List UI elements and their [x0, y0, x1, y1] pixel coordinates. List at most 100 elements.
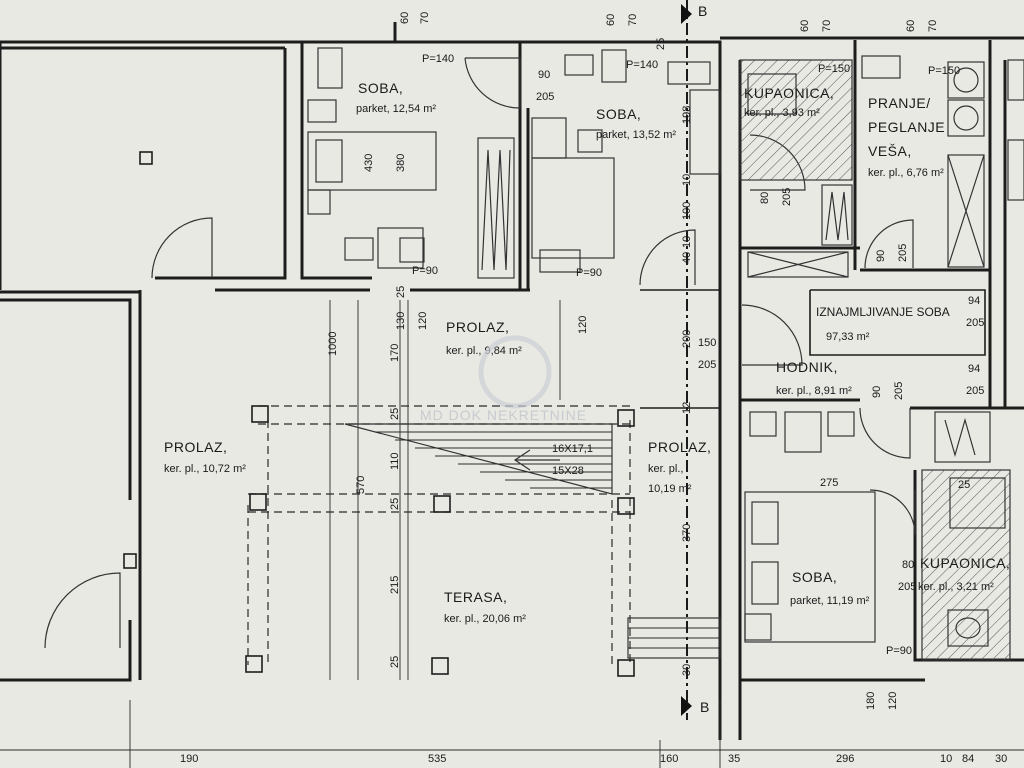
- dim-90b: 90: [875, 250, 887, 262]
- dim-120c: 120: [887, 692, 899, 710]
- room-name-prolaz-top: PROLAZ,: [446, 319, 509, 335]
- label-p90-a: P=90: [412, 265, 438, 277]
- dim-94a: 94: [968, 295, 980, 307]
- dim-25a: 25: [655, 38, 667, 50]
- dim-430: 430: [363, 154, 375, 172]
- dim-198: 198: [681, 106, 693, 124]
- dim-60b: 60: [605, 14, 617, 26]
- room-name-hodnik: HODNIK,: [776, 359, 838, 375]
- dim-25d: 25: [389, 498, 401, 510]
- label-p90-c: P=90: [886, 645, 912, 657]
- room-area-prolaz-top: ker. pl., 9,84 m²: [446, 345, 522, 357]
- room-area-terasa: ker. pl., 20,06 m²: [444, 613, 526, 625]
- dim-370: 370: [681, 524, 693, 542]
- dimension-lines: [0, 300, 1024, 768]
- dim-205h: 205: [898, 581, 916, 593]
- dim-25c: 25: [389, 408, 401, 420]
- label-p150-b: P=150: [928, 65, 960, 77]
- room-area-hodnik: ker. pl., 8,91 m²: [776, 385, 852, 397]
- dim-b35: 35: [728, 753, 740, 765]
- dimension-numbers: 90 205 150 205 94 205 94 205 275 80 205 …: [180, 69, 1007, 765]
- dim-40: 40: [681, 252, 693, 264]
- room-name-prolaz-right: PROLAZ,: [648, 439, 711, 455]
- dim-120a: 120: [417, 312, 429, 330]
- room-name-soba-3: SOBA,: [792, 569, 837, 585]
- dim-200: 200: [681, 330, 693, 348]
- dim-70d: 70: [927, 20, 939, 32]
- dim-205c: 205: [897, 244, 909, 262]
- room-area-iznajmljivanje: 97,33 m²: [826, 331, 870, 343]
- room-area-kupaonica-1: ker. pl., 3,93 m²: [744, 107, 820, 119]
- room-area-prolaz-left: ker. pl., 10,72 m²: [164, 463, 246, 475]
- watermark-logo: [478, 335, 552, 409]
- section-mark-top: B: [698, 3, 708, 19]
- room-name-pranje-2: PEGLANJE: [868, 119, 945, 135]
- room-name-soba-1: SOBA,: [358, 80, 403, 96]
- dim-b84: 84: [962, 753, 974, 765]
- dimension-numbers-vertical: 60 70 60 70 25 60 70 60 70 198 430 380 1…: [327, 12, 939, 710]
- label-p150-a: P=150: [818, 63, 850, 75]
- room-area-soba-1: parket, 12,54 m²: [356, 103, 436, 115]
- dim-b10: 10: [940, 753, 952, 765]
- dim-1000: 1000: [327, 332, 339, 356]
- dim-130: 130: [395, 312, 407, 330]
- dim-110: 110: [389, 452, 401, 470]
- label-p140-a: P=140: [422, 53, 454, 65]
- dim-380: 380: [395, 154, 407, 172]
- dim-170: 170: [389, 344, 401, 362]
- section-mark-bottom: B: [700, 699, 710, 715]
- dim-10a: 10: [681, 174, 693, 186]
- dim-70c: 70: [821, 20, 833, 32]
- room-area-kupaonica-2: ker. pl., 3,21 m²: [918, 581, 994, 593]
- dim-80a: 80: [759, 192, 771, 204]
- dim-94b: 94: [968, 363, 980, 375]
- room-name-iznajmljivanje: IZNAJMLJIVANJE SOBA: [816, 305, 950, 319]
- dim-125: 25: [958, 479, 970, 491]
- dim-b190: 190: [180, 753, 198, 765]
- opening-labels: P=140 P=140 P=150 P=150 P=90 P=90 P=90: [412, 53, 960, 657]
- dim-70a: 70: [419, 12, 431, 24]
- room-area-pranje: ker. pl., 6,76 m²: [868, 167, 944, 179]
- dim-180: 180: [865, 692, 877, 710]
- dim-12: 12: [681, 402, 693, 414]
- room-area-prolaz-right-1: ker. pl.,: [648, 463, 683, 475]
- dim-90c: 90: [871, 386, 883, 398]
- furniture: [307, 47, 1024, 661]
- dim-205d: 205: [698, 359, 716, 371]
- room-labels: SOBA, parket, 12,54 m² SOBA, parket, 13,…: [164, 3, 1010, 715]
- dim-205f: 205: [966, 385, 984, 397]
- dim-150: 150: [698, 337, 716, 349]
- dim-60d: 60: [905, 20, 917, 32]
- dim-b30: 30: [995, 753, 1007, 765]
- walls: [0, 22, 1024, 740]
- label-p90-b: P=90: [576, 267, 602, 279]
- section-line: [681, 0, 692, 720]
- dim-205g: 205: [893, 382, 905, 400]
- dim-30: 30: [681, 664, 693, 676]
- room-name-soba-2: SOBA,: [596, 106, 641, 122]
- room-name-kupaonica-2: KUPAONICA,: [920, 555, 1010, 571]
- dim-60c: 60: [799, 20, 811, 32]
- dim-60a: 60: [399, 12, 411, 24]
- stairs: [344, 423, 721, 659]
- dim-120b: 120: [577, 316, 589, 334]
- dim-80b: 80: [902, 559, 914, 571]
- watermark: MD DOK NEKRETNINE: [420, 407, 587, 423]
- room-area-prolaz-right-2: 10,19 m²: [648, 483, 692, 495]
- dim-205a: 205: [536, 91, 554, 103]
- dim-205b: 205: [781, 188, 793, 206]
- dim-275: 275: [820, 477, 838, 489]
- dim-25e: 25: [389, 656, 401, 668]
- dim-70b: 70: [627, 14, 639, 26]
- room-name-prolaz-left: PROLAZ,: [164, 439, 227, 455]
- room-name-pranje-1: PRANJE/: [868, 95, 931, 111]
- label-p140-b: P=140: [626, 59, 658, 71]
- room-name-pranje-3: VEŠA,: [868, 143, 912, 159]
- room-area-soba-3: parket, 11,19 m²: [790, 595, 870, 607]
- room-area-soba-2: parket, 13,52 m²: [596, 129, 676, 141]
- dim-b160: 160: [660, 753, 678, 765]
- dim-100: 100: [681, 202, 693, 220]
- dim-25b: 25: [395, 286, 407, 298]
- dim-10b: 10: [681, 236, 693, 248]
